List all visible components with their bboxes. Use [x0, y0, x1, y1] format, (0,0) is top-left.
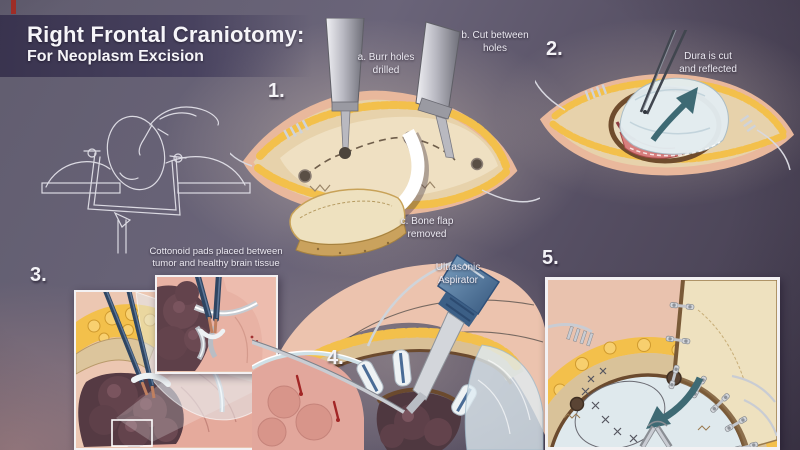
fixation-plates: [665, 302, 759, 447]
cottonoid-pad: [131, 372, 171, 387]
ultrasonic-aspirator-instrument: [366, 253, 501, 414]
step2-illustration: [535, 30, 795, 176]
magnifier-source-box: [111, 419, 153, 447]
step2-number: 2.: [546, 38, 563, 60]
label-burr-holes: a. Burr holes drilled: [357, 52, 415, 76]
craniotome-instrument: [415, 21, 461, 159]
bone-flap: [289, 188, 407, 257]
patient-head: [106, 115, 166, 191]
label-dura-cut-reflected: Dura is cut and reflected: [679, 51, 737, 75]
teal-curved-arrow-icon: [650, 87, 698, 142]
scissors-instrument: [639, 30, 688, 115]
patient-shoulders: [45, 156, 246, 188]
step1-number: 1.: [268, 80, 285, 102]
label-cut-between-holes: b. Cut between holes: [461, 30, 529, 54]
step5-panel: [545, 277, 780, 450]
fat-layer: [254, 164, 510, 210]
skull-band: [548, 353, 767, 447]
step3-number: 3.: [30, 264, 47, 286]
drill-instrument: [325, 18, 365, 159]
needle-holder-instrument: [639, 420, 673, 447]
header: Right Frontal Craniotomy: For Neoplasm E…: [0, 15, 312, 77]
step1-illustration: [230, 18, 540, 257]
red-accent-tick: [11, 0, 16, 14]
step3-inset-illustration: [157, 277, 275, 371]
label-ultrasonic-aspirator: Ultrasonic Aspirator: [435, 262, 481, 286]
tumor-mass: [78, 372, 184, 447]
step4-illustration: [252, 253, 545, 450]
patient-positioning-sketch: [41, 106, 251, 254]
retractor-hooks: [535, 79, 791, 171]
forceps-instrument: [194, 277, 222, 334]
step5-illustration: [548, 280, 777, 447]
page-subtitle: For Neoplasm Excision: [27, 48, 204, 65]
step5-number: 5.: [542, 247, 559, 269]
page-title: Right Frontal Craniotomy:: [27, 22, 305, 47]
surgeon-hand-marking-incision: [138, 106, 220, 156]
brain-cross-section: [252, 350, 364, 450]
suction-instrument: [252, 340, 406, 414]
label-bone-flap-removed: c. Bone flap removed: [400, 216, 454, 240]
step4-number: 4.: [327, 347, 344, 369]
forceps-instrument: [103, 292, 156, 399]
operating-table: [41, 182, 251, 254]
label-cottonoid-pads: Cottonoid pads placed between tumor and …: [149, 246, 283, 269]
step3-inset-panel: [155, 275, 278, 374]
sutured-dura: [563, 367, 711, 447]
reflected-dura: [464, 344, 544, 450]
retractor-hooks: [230, 119, 540, 203]
cottonoid-pad: [198, 328, 226, 340]
head-clamp: [83, 148, 187, 228]
retractor-hooks: [548, 323, 777, 437]
